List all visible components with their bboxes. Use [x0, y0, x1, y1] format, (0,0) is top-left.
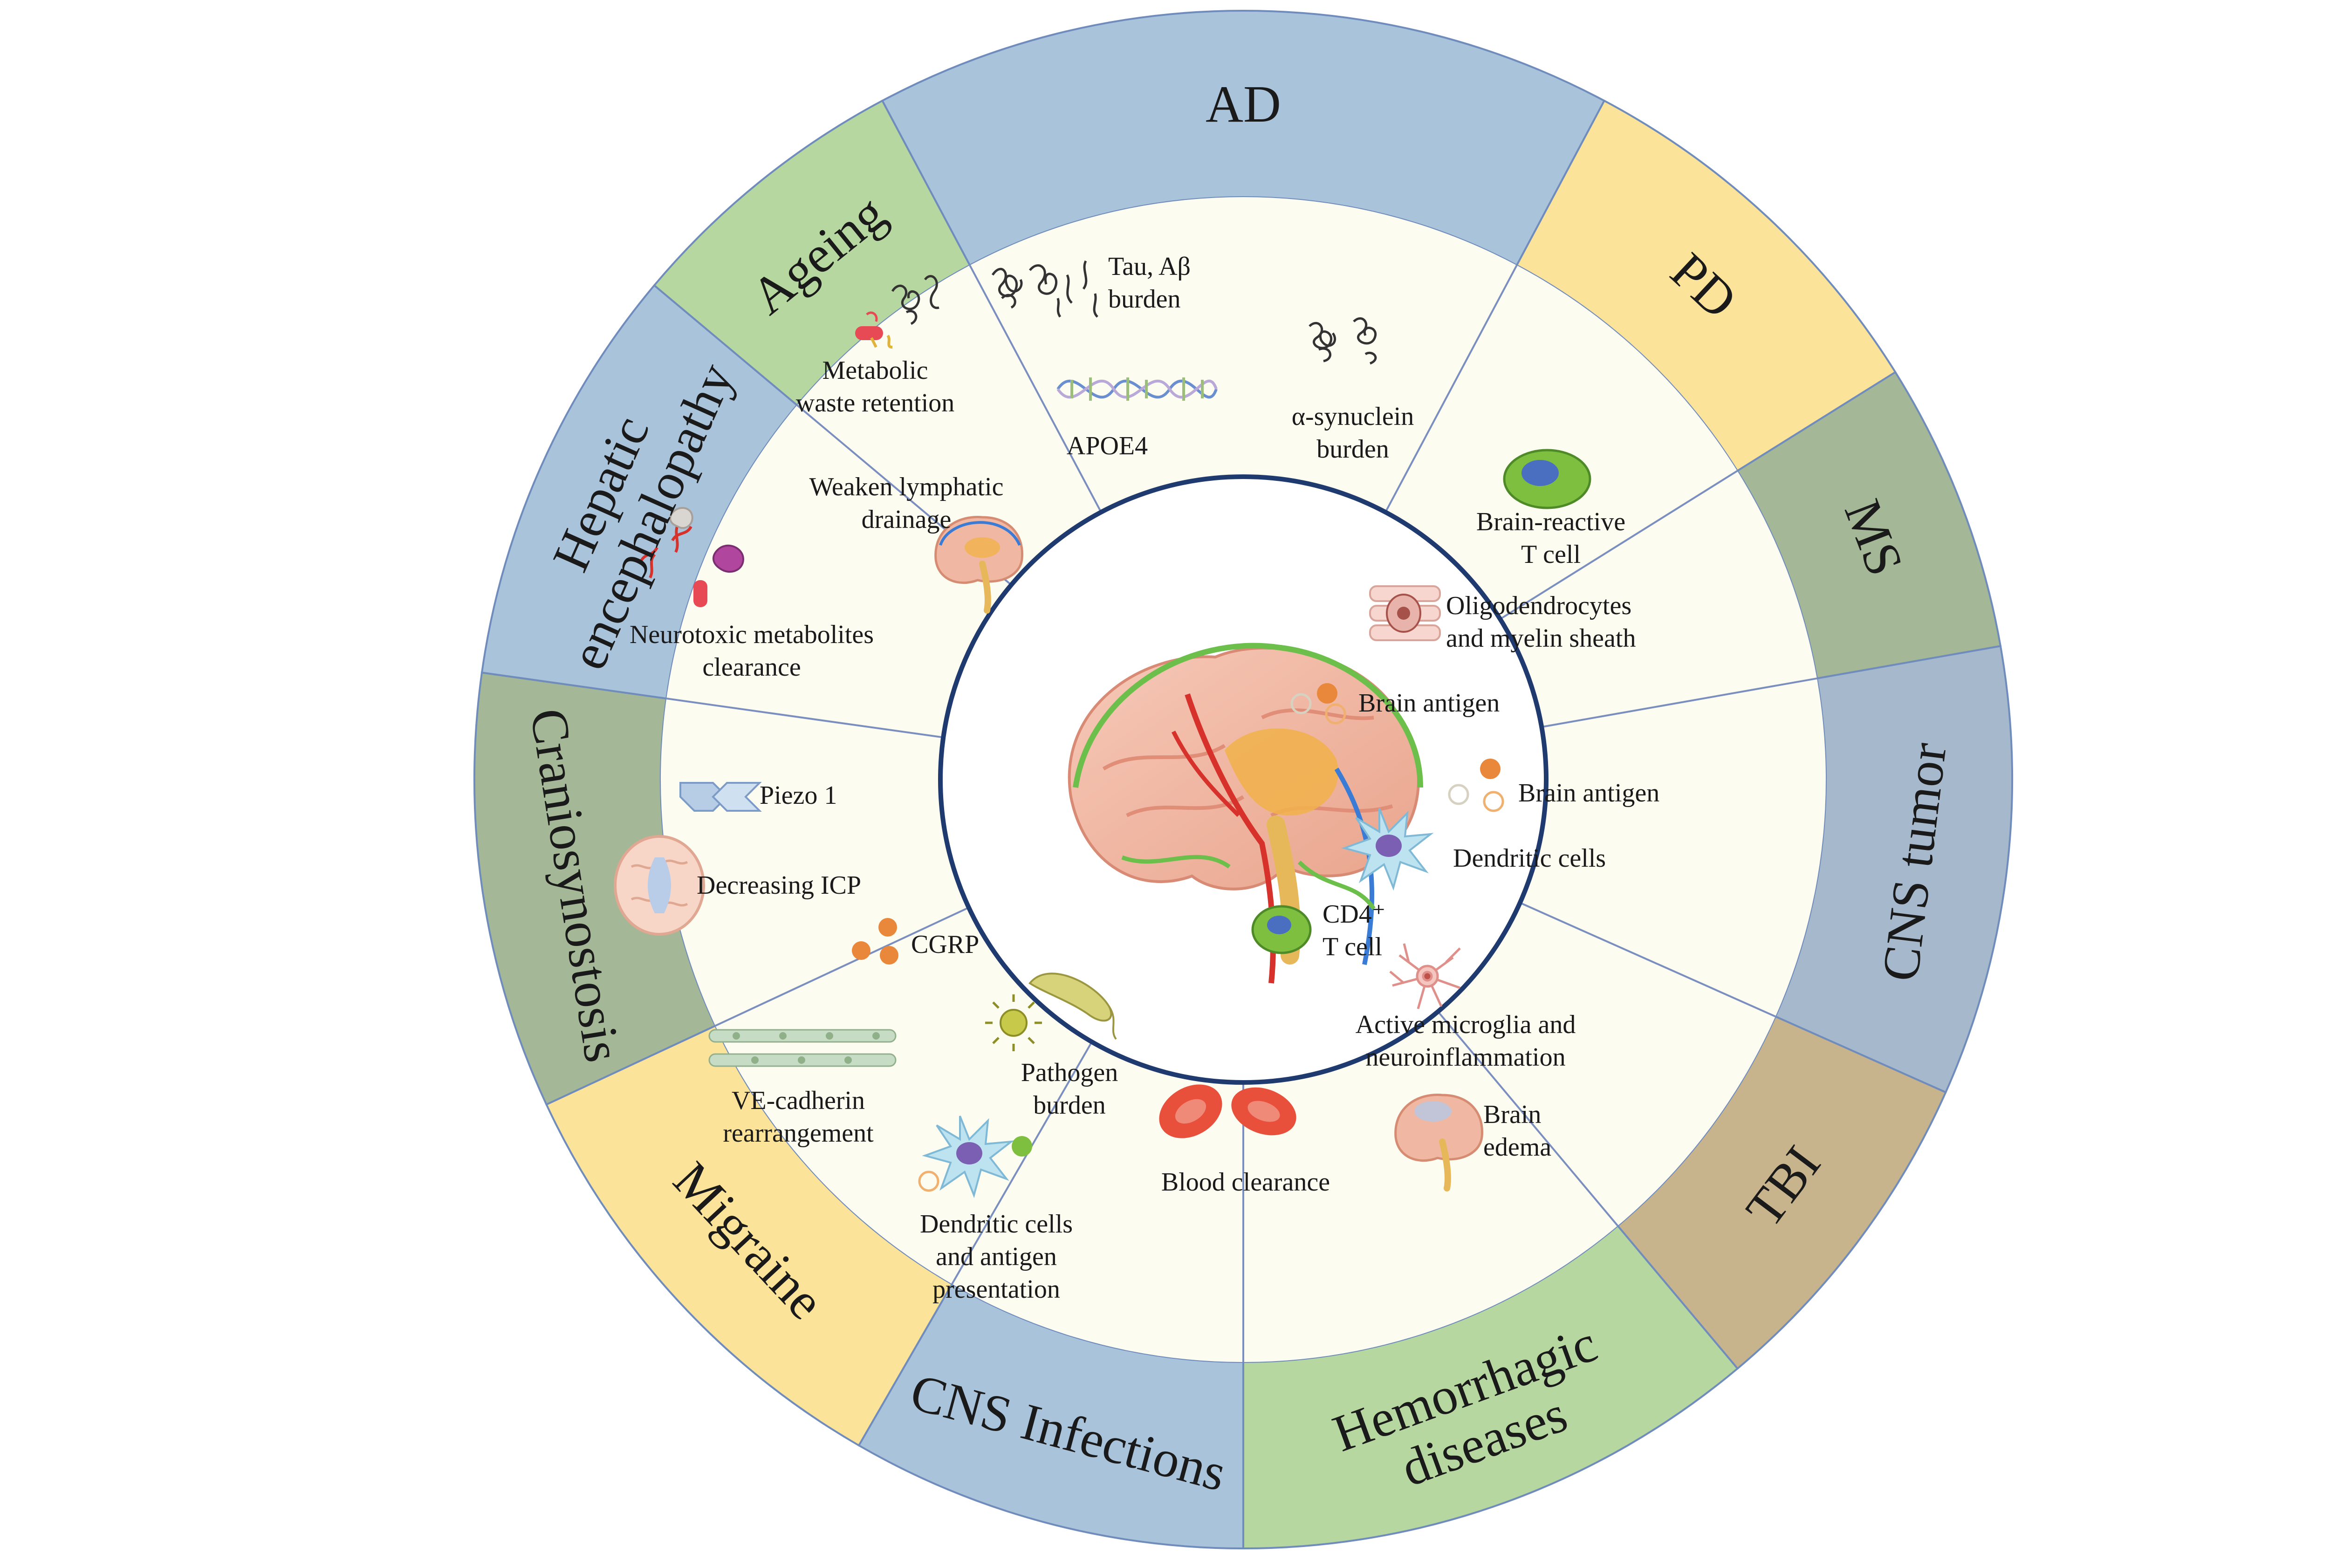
item-label: CD4⁺T cell	[1323, 900, 1385, 961]
dna-helix-icon	[1056, 377, 1218, 401]
item-dendritic-cells-tumor: Dendritic cells	[1341, 808, 1606, 891]
protein-fibril-icon	[991, 260, 1098, 318]
brain-vasculature-icon	[1068, 643, 1423, 984]
antigen-icon	[1448, 759, 1504, 812]
sector-divider	[1437, 1011, 1619, 1226]
item-label: Decreasing ICP	[697, 871, 861, 900]
sector-dividers	[666, 265, 1817, 1362]
red-blood-cell-icon	[1159, 1084, 1296, 1138]
item-brain-antigen-ms: Brain antigen	[1290, 683, 1500, 725]
segment-ageing	[653, 99, 971, 407]
segment-ad	[881, 9, 1606, 267]
t-cell-icon	[1251, 905, 1312, 954]
t-cell-icon	[1503, 449, 1591, 509]
metabolite-icon	[639, 507, 745, 607]
item-label: Brain antigen	[1518, 779, 1659, 808]
myelin-sheath-icon	[1369, 585, 1441, 641]
item-label: Blood clearance	[1161, 1168, 1330, 1197]
brain-icon	[934, 515, 1024, 614]
item-blood-clearance: Blood clearance	[1159, 1084, 1330, 1197]
antigen-icon	[852, 918, 898, 965]
item-label: Piezo 1	[760, 781, 837, 810]
item-piezo1: Piezo 1	[679, 781, 837, 812]
sector-divider	[1384, 265, 1518, 513]
item-apoe4: APOE4	[1056, 377, 1218, 460]
sector-divider	[951, 1041, 1093, 1285]
segment-label-ad: AD	[1206, 75, 1281, 133]
item-label: CGRP	[911, 930, 979, 959]
item-cd4-t-cell: CD4⁺T cell	[1251, 900, 1385, 961]
item-label: Dendritic cells	[1453, 844, 1606, 873]
sector-divider	[1500, 470, 1738, 620]
protein-fibril-icon	[1309, 317, 1377, 365]
dendritic-cell-icon	[922, 1116, 1014, 1198]
center-hub	[938, 474, 1549, 1085]
brain-icon	[1394, 1093, 1484, 1191]
item-label: APOE4	[1067, 431, 1148, 460]
sector-divider	[715, 906, 969, 1027]
antigen-icon	[1290, 683, 1346, 725]
dendritic-cell-icon	[1341, 808, 1434, 891]
sector-divider	[969, 265, 1102, 513]
sector-divider	[1541, 677, 1817, 728]
item-brain-antigen-tumor: Brain antigen	[1448, 759, 1659, 812]
microglia-icon	[1389, 943, 1461, 1009]
endothelium-icon	[708, 1029, 897, 1067]
item-cgrp: CGRP	[852, 918, 979, 965]
item-decreasing-icp: Decreasing ICP	[614, 835, 861, 936]
brain-icon	[614, 835, 705, 936]
sector-divider	[1519, 902, 1776, 1018]
sector-divider	[666, 698, 944, 739]
pathogen-icon	[985, 972, 1117, 1051]
metabolite-icon	[855, 275, 939, 349]
piezo-channel-icon	[679, 782, 762, 812]
item-label: Brain antigen	[1358, 689, 1500, 718]
